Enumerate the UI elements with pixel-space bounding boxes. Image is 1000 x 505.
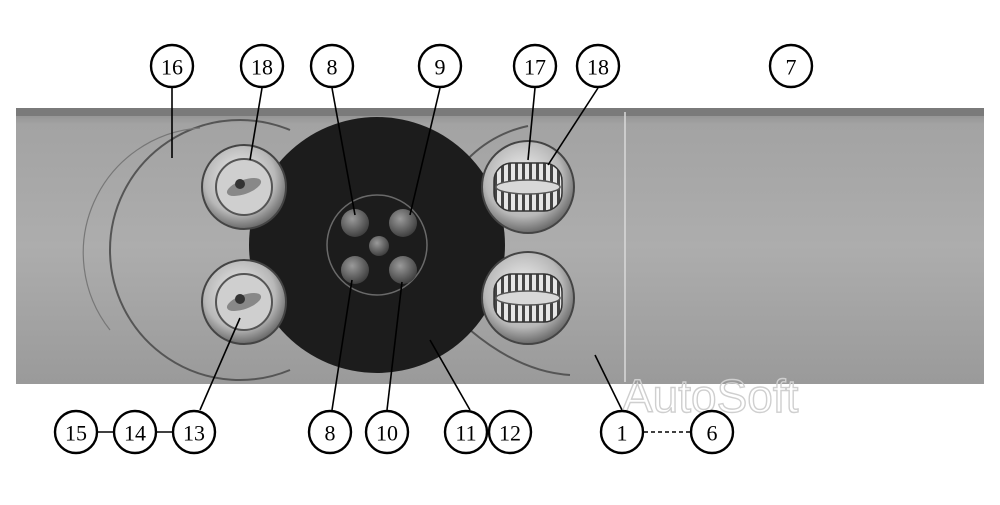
callout-6: 6 (689, 409, 735, 455)
svg-text:18: 18 (251, 55, 273, 80)
knob-8-lower (341, 256, 369, 284)
cluster-ring-left (109, 119, 291, 381)
svg-text:7: 7 (786, 55, 797, 80)
svg-text:8: 8 (327, 55, 338, 80)
callout-12: 12 (487, 409, 533, 455)
callout-18-right: 18 (575, 43, 621, 89)
svg-text:17: 17 (524, 55, 546, 80)
knob-10 (389, 256, 417, 284)
knob-8-upper (341, 209, 369, 237)
knob-9 (389, 209, 417, 237)
callout-8-lower: 8 (307, 409, 353, 455)
svg-text:10: 10 (376, 421, 398, 446)
knob-center (369, 236, 389, 256)
svg-text:1: 1 (617, 421, 628, 446)
callout-16: 16 (149, 43, 195, 89)
svg-text:15: 15 (65, 421, 87, 446)
svg-text:6: 6 (707, 421, 718, 446)
callout-17: 17 (512, 43, 558, 89)
callout-18-left: 18 (239, 43, 285, 89)
callout-11: 11 (443, 409, 489, 455)
svg-text:12: 12 (499, 421, 521, 446)
callout-1: 1 (599, 409, 645, 455)
vent-left-lower (201, 259, 287, 345)
leader-lines (97, 87, 691, 433)
center-console-disc (249, 117, 505, 373)
svg-text:16: 16 (161, 55, 183, 80)
callout-14: 14 (112, 409, 158, 455)
vent-right-upper (481, 140, 575, 234)
callout-13: 13 (171, 409, 217, 455)
callout-8-upper: 8 (309, 43, 355, 89)
svg-text:9: 9 (435, 55, 446, 80)
svg-text:13: 13 (183, 421, 205, 446)
vent-right-lower (481, 251, 575, 345)
svg-text:18: 18 (587, 55, 609, 80)
callout-9: 9 (417, 43, 463, 89)
callout-10: 10 (364, 409, 410, 455)
callout-15: 15 (53, 409, 99, 455)
callout-7: 7 (768, 43, 814, 89)
svg-text:11: 11 (455, 421, 476, 446)
vent-left-upper (201, 144, 287, 230)
svg-text:14: 14 (124, 421, 146, 446)
svg-text:8: 8 (325, 421, 336, 446)
